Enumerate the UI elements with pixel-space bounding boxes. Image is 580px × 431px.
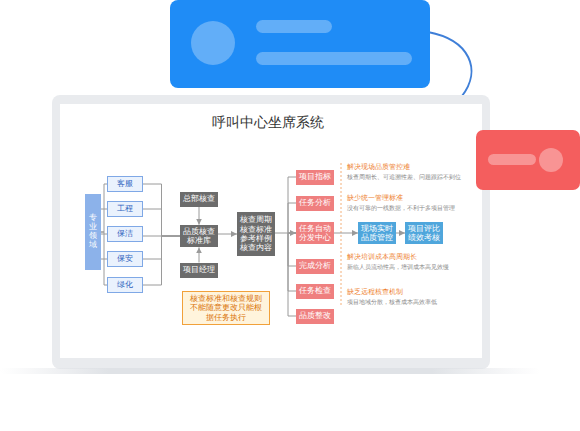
laptop-bezel — [52, 95, 490, 369]
task-box: 任务自动 分发中心 — [296, 222, 334, 245]
process-box: 总部核查 — [180, 192, 218, 207]
link-curve — [428, 32, 471, 96]
connector — [288, 177, 296, 233]
connector — [288, 233, 296, 291]
field-box: 保安 — [107, 251, 143, 267]
process-box: 项目经理 — [180, 263, 218, 278]
task-box: 任务分析 — [296, 196, 334, 211]
avatar-circle — [539, 148, 563, 172]
blue-card — [170, 0, 430, 88]
connector — [396, 233, 405, 234]
node-text: 任务分析 — [299, 198, 331, 207]
node-text: 项目指标 — [299, 172, 331, 181]
node-text: 客服 — [117, 179, 133, 188]
problem-note: 新临人员流动性高，培训成本高见效慢 — [347, 264, 449, 271]
laptop-base — [0, 368, 540, 374]
node-text: 品质核查 标准库 — [183, 227, 215, 246]
field-box: 工程 — [107, 201, 143, 217]
note-box: 核查标准和核查规则 不能随意更改只能根 据任务执行 — [182, 291, 270, 325]
node-text: 核查标准和核查规则 不能随意更改只能根 据任务执行 — [190, 294, 262, 322]
connector — [288, 233, 296, 316]
result-box: 项目评比 绩效考核 — [405, 222, 443, 245]
task-box: 项目指标 — [296, 170, 334, 185]
connector — [218, 234, 237, 235]
node-text: 品质整改 — [299, 311, 331, 320]
process-box: 核查周期 核查标准 参考样例 核查内容 — [237, 212, 275, 256]
field-box: 绿化 — [107, 277, 143, 293]
red-card — [476, 130, 580, 190]
node-text: 总部核查 — [183, 194, 215, 203]
node-text: 任务自动 分发中心 — [299, 224, 331, 243]
connector — [143, 209, 180, 236]
avatar-circle — [191, 21, 235, 65]
problem-heading: 解决培训成本高周期长 — [347, 252, 417, 262]
problem-note: 没有可靠的一线数据，不利于多项目管理 — [347, 205, 455, 212]
node-text: 项目评比 绩效考核 — [408, 224, 440, 243]
connector — [199, 247, 200, 262]
task-box: 任务检查 — [296, 284, 334, 299]
node-text: 专业领域 — [89, 214, 97, 249]
result-box: 现场实时 品质管控 — [358, 222, 396, 245]
node-text: 完成分析 — [299, 261, 331, 270]
bar — [256, 20, 332, 33]
bar — [488, 154, 536, 165]
field-box: 保洁 — [107, 226, 143, 242]
node-text: 保安 — [117, 254, 133, 263]
connector — [288, 233, 296, 266]
connector — [288, 203, 296, 233]
connector — [143, 236, 180, 285]
connector — [199, 207, 200, 225]
node-text: 项目经理 — [183, 265, 215, 274]
bracket — [341, 163, 342, 306]
node-text: 任务检查 — [299, 286, 331, 295]
field-group-box: 专业领域 — [85, 194, 101, 270]
connector — [143, 184, 180, 236]
process-box: 品质核查 标准库 — [180, 225, 218, 248]
node-text: 核查周期 核查标准 参考样例 核查内容 — [240, 215, 272, 253]
diagram-title: 呼叫中心坐席系统 — [212, 114, 324, 132]
laptop-screen — [60, 104, 482, 358]
problem-note: 核查周期长、可追溯性差、问题跟踪不到位 — [347, 174, 461, 181]
node-text: 绿化 — [117, 280, 133, 289]
problem-heading: 解决现场品质管控难 — [347, 162, 410, 172]
node-text: 工程 — [117, 204, 133, 213]
task-box: 完成分析 — [296, 259, 334, 274]
problem-note: 项目地域分散，核查成本高效率低 — [347, 299, 437, 306]
field-box: 客服 — [107, 176, 143, 192]
task-box: 品质整改 — [296, 309, 334, 324]
problem-heading: 缺乏远程核查机制 — [347, 287, 403, 297]
problem-heading: 缺少统一管理标准 — [347, 193, 403, 203]
node-text: 现场实时 品质管控 — [361, 224, 393, 243]
node-text: 保洁 — [117, 229, 133, 238]
bar — [256, 52, 412, 65]
connector — [334, 233, 358, 234]
